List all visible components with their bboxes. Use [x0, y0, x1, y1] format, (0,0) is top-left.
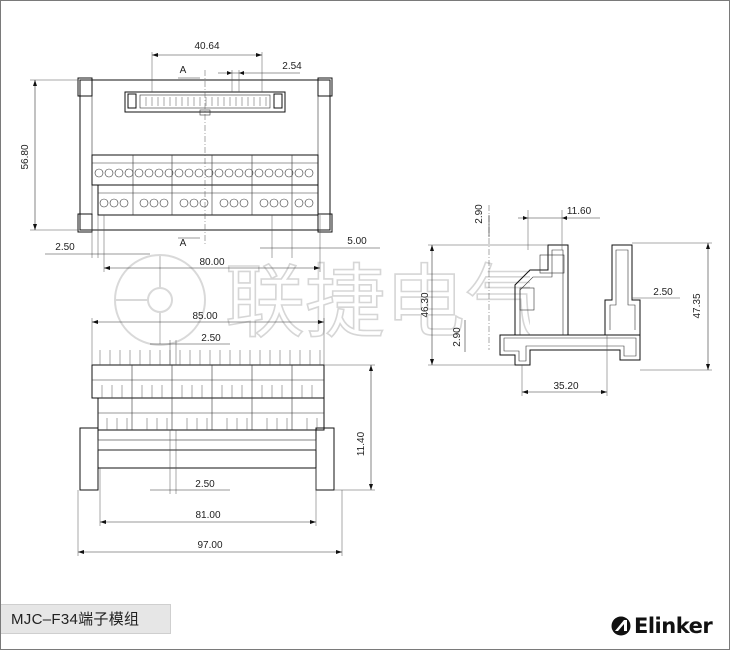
dim-side-2-50: 2.50: [653, 287, 673, 298]
section-a-top: A: [180, 65, 187, 76]
dim-2-50-top: 2.50: [201, 333, 221, 344]
dim-85-00: 85.00: [192, 311, 217, 322]
watermark: 联捷电气: [114, 254, 530, 350]
dim-side-46-30: 46.30: [420, 292, 431, 317]
dim-97-00: 97.00: [197, 540, 222, 551]
dim-side-35-20: 35.20: [553, 381, 578, 392]
model-label: MJC–F34端子模组: [1, 604, 171, 634]
front-view: 85.00 2.50 11.40 2.50 81.00 97.00: [77, 311, 375, 556]
dim-2-54: 2.54: [282, 61, 302, 72]
brand-logo: Elinker: [611, 612, 713, 640]
dim-5-00: 5.00: [347, 236, 367, 247]
dim-56-80: 56.80: [20, 144, 31, 169]
dim-side-47-35: 47.35: [692, 293, 703, 318]
dim-side-2-90-b: 2.90: [452, 327, 463, 347]
dim-side-11-60: 11.60: [567, 206, 592, 217]
technical-drawing: 40.64 2.54 A A 56.80 2.50 5.00 80.00: [20, 41, 712, 556]
dim-2-50-left: 2.50: [55, 242, 75, 253]
top-view: 40.64 2.54 A A 56.80 2.50 5.00 80.00: [20, 41, 380, 272]
watermark-logo-icon: [114, 254, 206, 346]
section-a-bottom: A: [180, 238, 187, 249]
side-view: 2.90 11.60 46.30 2.90 2.50 47.35 35.20: [420, 204, 712, 396]
elinker-logo-icon: [611, 616, 631, 636]
watermark-text: 联捷电气: [225, 256, 530, 349]
dim-81-00: 81.00: [195, 510, 220, 521]
dim-40-64: 40.64: [194, 41, 219, 52]
dim-side-2-90-a: 2.90: [474, 204, 485, 224]
brand-name: Elinker: [634, 614, 713, 638]
dim-11-40: 11.40: [356, 431, 367, 456]
dim-2-50-bottom: 2.50: [195, 479, 215, 490]
dim-80-00: 80.00: [199, 257, 224, 268]
